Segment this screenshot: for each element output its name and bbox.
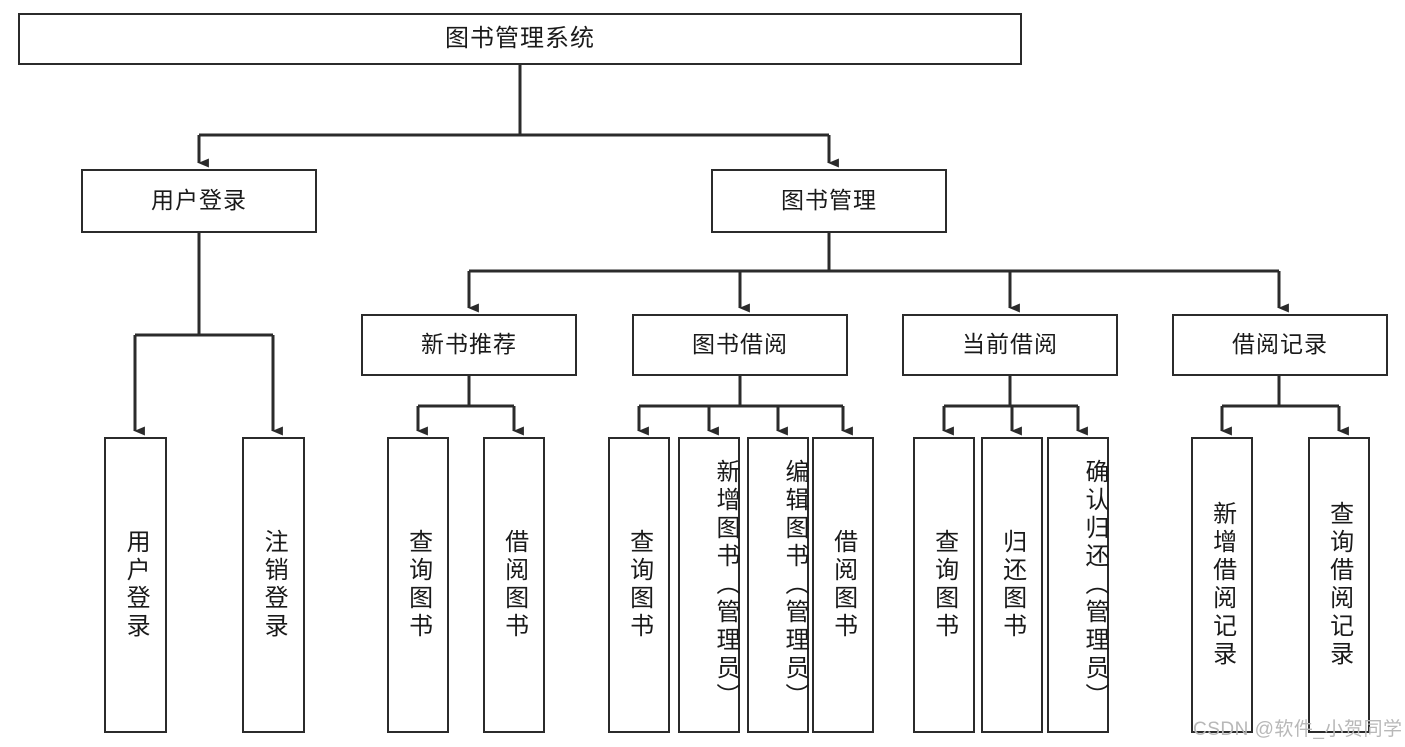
- node-leaf-borrow-book-1[interactable]: 借阅图书: [483, 437, 545, 733]
- node-root-system[interactable]: 图书管理系统: [18, 13, 1022, 65]
- node-user-login[interactable]: 用户登录: [81, 169, 317, 233]
- node-label: 查询图书: [625, 529, 653, 641]
- node-leaf-borrow-book-2[interactable]: 借阅图书: [812, 437, 874, 733]
- node-label: 注销登录: [260, 529, 288, 641]
- node-leaf-user-login[interactable]: 用户登录: [104, 437, 167, 733]
- node-leaf-add-book-admin[interactable]: 新增图书（管理员）: [678, 437, 740, 733]
- node-label: 新增借阅记录: [1208, 501, 1236, 669]
- node-label: 当前借阅: [962, 331, 1058, 358]
- node-label: 新增图书（管理员）: [712, 459, 739, 711]
- node-label: 图书管理: [781, 187, 877, 214]
- node-label: 借阅图书: [500, 529, 528, 641]
- node-label: 图书借阅: [692, 331, 788, 358]
- node-leaf-confirm-return-admin[interactable]: 确认归还（管理员）: [1047, 437, 1109, 733]
- node-label: 用户登录: [151, 187, 247, 214]
- node-current-borrow[interactable]: 当前借阅: [902, 314, 1118, 376]
- node-borrow-record[interactable]: 借阅记录: [1172, 314, 1388, 376]
- node-leaf-edit-book-admin[interactable]: 编辑图书（管理员）: [747, 437, 809, 733]
- node-book-borrow[interactable]: 图书借阅: [632, 314, 848, 376]
- node-leaf-add-borrow-record[interactable]: 新增借阅记录: [1191, 437, 1253, 733]
- node-label: 新书推荐: [421, 331, 517, 358]
- node-label: 确认归还（管理员）: [1081, 459, 1108, 711]
- node-leaf-logout-login[interactable]: 注销登录: [242, 437, 305, 733]
- node-label: 归还图书: [998, 529, 1026, 641]
- node-new-book-recommend[interactable]: 新书推荐: [361, 314, 577, 376]
- node-label: 借阅记录: [1232, 331, 1328, 358]
- node-label: 用户登录: [122, 529, 150, 641]
- node-leaf-query-book-1[interactable]: 查询图书: [387, 437, 449, 733]
- node-label: 查询图书: [404, 529, 432, 641]
- node-label: 查询图书: [930, 529, 958, 641]
- node-leaf-query-book-2[interactable]: 查询图书: [608, 437, 670, 733]
- node-book-manage[interactable]: 图书管理: [711, 169, 947, 233]
- node-label: 图书管理系统: [445, 24, 595, 52]
- watermark-text: CSDN @软件_小贺同学: [1193, 719, 1403, 740]
- node-leaf-return-book[interactable]: 归还图书: [981, 437, 1043, 733]
- node-leaf-query-book-3[interactable]: 查询图书: [913, 437, 975, 733]
- node-label: 查询借阅记录: [1325, 501, 1353, 669]
- node-label: 借阅图书: [829, 529, 857, 641]
- node-label: 编辑图书（管理员）: [781, 459, 808, 711]
- node-leaf-query-borrow-record[interactable]: 查询借阅记录: [1308, 437, 1370, 733]
